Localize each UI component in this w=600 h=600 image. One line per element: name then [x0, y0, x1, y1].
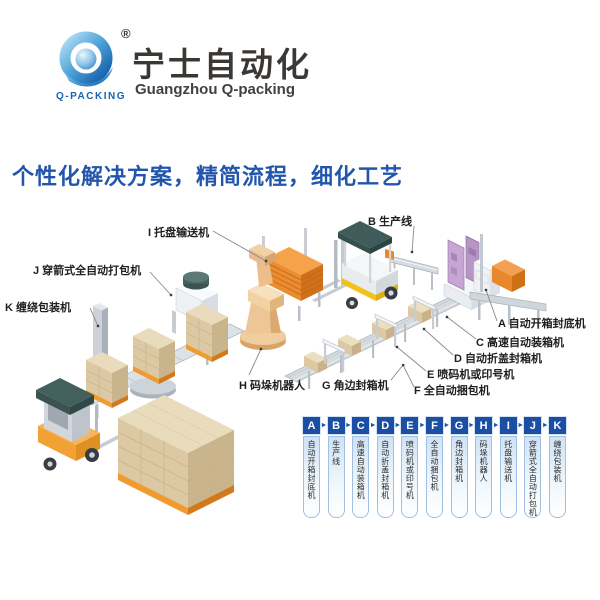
- legend-letter: J: [524, 417, 542, 434]
- label-case-packer: C 高速自动装箱机: [476, 337, 564, 349]
- legend-name: 缠绕包装机: [552, 440, 562, 483]
- legend-name: 高速自动装箱机: [356, 440, 366, 500]
- legend-name: 穿箭式全自动打包机: [528, 440, 538, 517]
- arrow-right-icon: ►: [492, 422, 500, 429]
- legend-letter: K: [548, 417, 566, 434]
- legend-ribbon: 缠绕包装机: [548, 436, 566, 518]
- legend-item-c: C ► 高速自动装箱机: [352, 417, 377, 518]
- legend-letter: A: [303, 417, 320, 434]
- legend-letter: D: [376, 417, 394, 434]
- legend-item-k: K 缠绕包装机: [548, 417, 566, 518]
- label-flap-sealer: D 自动折盖封箱机: [454, 353, 542, 365]
- legend-name: 角边封箱机: [454, 440, 464, 483]
- legend-letter: B: [327, 417, 345, 434]
- label-corner-sealer: G 角边封箱机: [322, 380, 389, 392]
- registered-trademark: ®: [121, 26, 131, 41]
- label-pallet-conveyor: I 托盘输送机: [148, 227, 210, 239]
- legend-ribbon: 全自动捆包机: [425, 436, 443, 518]
- arrow-right-icon: ►: [541, 422, 549, 429]
- machine-case-packer: [443, 235, 490, 311]
- legend-letter: F: [425, 417, 443, 434]
- label-leader-lines: [89, 225, 498, 388]
- legend-ribbon: 角边封箱机: [450, 436, 468, 518]
- legend-name: 自动开箱封底机: [307, 440, 316, 500]
- arrow-right-icon: ►: [468, 422, 475, 429]
- legend-item-d: D ► 自动折盖封箱机: [376, 417, 401, 518]
- legend-item-f: F ► 全自动捆包机: [425, 417, 450, 518]
- legend-name: 码垛机器人: [479, 440, 489, 483]
- slogan-text: 个性化解决方案，精简流程，细化工艺: [12, 164, 404, 189]
- legend-name: 托盘输送机: [503, 440, 513, 483]
- legend-ribbon: 穿箭式全自动打包机: [524, 436, 542, 518]
- label-wrapping-machine: K 缠绕包装机: [5, 302, 71, 314]
- forklift-top: [306, 221, 398, 309]
- logo-caption: Q-PACKING: [56, 91, 126, 102]
- legend-item-h: H ► 码垛机器人: [475, 417, 500, 518]
- arrow-right-icon: ►: [517, 422, 525, 429]
- forklift-bottom: [36, 378, 122, 471]
- label-palletizing-robot: H 码垛机器人: [239, 380, 305, 392]
- legend-ribbon: 高速自动装箱机: [352, 436, 370, 518]
- arrow-right-icon: ►: [320, 422, 328, 429]
- label-inkjet-coder: E 喷码机或印号机: [427, 369, 515, 381]
- legend-letter: H: [475, 417, 493, 434]
- arrow-right-icon: ►: [394, 422, 402, 429]
- arrow-right-icon: ►: [418, 422, 426, 429]
- legend-ribbon: 喷码机或印号机: [401, 436, 419, 518]
- palletizing-robot: [240, 244, 286, 350]
- legend-ribbon: 托盘输送机: [499, 436, 517, 518]
- legend-name: 全自动捆包机: [429, 440, 439, 491]
- legend-item-i: I ► 托盘输送机: [499, 417, 524, 518]
- arrow-right-icon: ►: [443, 422, 451, 429]
- company-name-en: Guangzhou Q-packing: [135, 81, 295, 98]
- conveyor-carton-opener: [469, 234, 547, 329]
- legend-item-a: A ► 自动开箱封底机: [303, 417, 327, 518]
- legend-letter: I: [499, 417, 517, 434]
- leader-dots: [96, 250, 488, 367]
- legend-letter: E: [401, 417, 419, 434]
- legend-item-j: J ► 穿箭式全自动打包机: [524, 417, 549, 518]
- legend-name: 喷码机或印号机: [405, 440, 415, 500]
- process-legend: A ► 自动开箱封底机 B ► 生产线 C ► 高速自动装箱机 D ► 自动折盖…: [303, 417, 566, 518]
- label-strapping-machine: J 穿箭式全自动打包机: [33, 265, 142, 277]
- legend-ribbon: 自动开箱封底机: [303, 436, 320, 518]
- label-bundling-machine: F 全自动捆包机: [414, 385, 490, 397]
- arrow-right-icon: ►: [345, 422, 352, 429]
- legend-letter: G: [450, 417, 468, 434]
- arrow-right-icon: ►: [369, 422, 377, 429]
- legend-name: 生产线: [331, 440, 341, 466]
- legend-ribbon: 码垛机器人: [475, 436, 493, 518]
- machine-arches: [322, 295, 436, 372]
- floor-pallet-stack: [117, 395, 235, 515]
- pallet-load-right: [185, 304, 229, 362]
- legend-item-b: B ► 生产线: [327, 417, 352, 518]
- legend-name: 自动折盖封箱机: [380, 440, 390, 500]
- legend-ribbon: 自动折盖封箱机: [376, 436, 394, 518]
- pallet-load-turntable: [130, 328, 176, 399]
- legend-item-e: E ► 喷码机或印号机: [401, 417, 426, 518]
- legend-ribbon: 生产线: [327, 436, 345, 518]
- legend-letter: C: [352, 417, 370, 434]
- company-name-cn: 宁士自动化: [132, 46, 312, 83]
- label-production-line: B 生产线: [368, 216, 412, 228]
- legend-item-g: G ► 角边封箱机: [450, 417, 475, 518]
- q-packing-logo-icon: [59, 31, 113, 87]
- label-carton-opener: A 自动开箱封底机: [498, 318, 586, 330]
